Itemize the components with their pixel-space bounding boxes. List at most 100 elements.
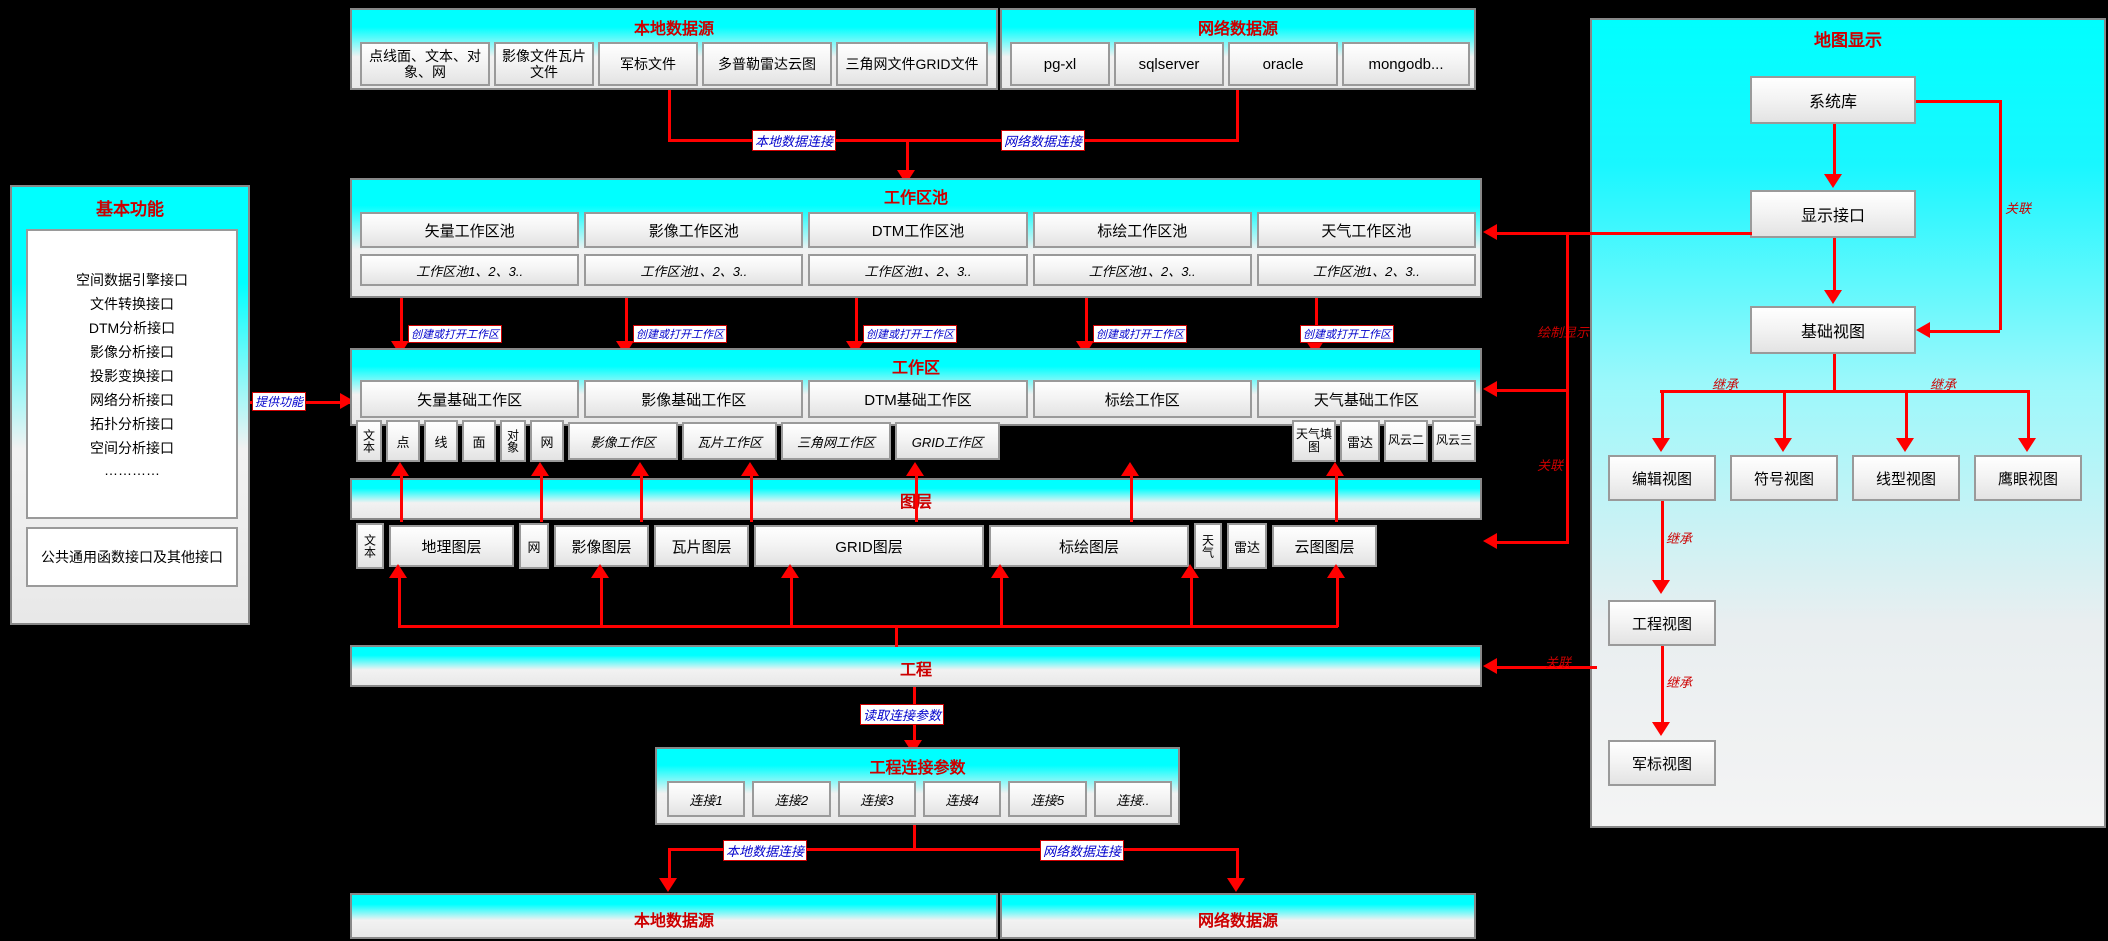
local-source-item[interactable]: 点线面、文本、对象、网 — [360, 42, 490, 86]
local-source-item[interactable]: 三角网文件GRID文件 — [836, 42, 988, 86]
label-create-open-2: 创建或打开工作区 — [633, 325, 727, 343]
layer-item[interactable]: 天气 — [1194, 523, 1222, 569]
workarea-column[interactable]: 影像基础工作区 — [584, 380, 804, 418]
net-source-item[interactable]: oracle — [1228, 42, 1338, 86]
workarea-small-item[interactable]: 雷达 — [1340, 420, 1380, 462]
arrow-project-f5 — [1181, 564, 1199, 578]
workpool-sub[interactable]: 工作区池1、2、3.. — [584, 254, 804, 286]
workarea-small-item[interactable]: 网 — [530, 420, 564, 462]
conn-item[interactable]: 连接5 — [1008, 781, 1087, 817]
arrow-project-f3 — [781, 564, 799, 578]
edge-create-open-2 — [625, 298, 628, 348]
node-eagle-view[interactable]: 鹰眼视图 — [1974, 455, 2082, 501]
label-draw-display: 绘制显示 — [1537, 325, 1590, 340]
workarea-column[interactable]: 天气基础工作区 — [1256, 380, 1477, 418]
node-project-view[interactable]: 工程视图 — [1608, 600, 1716, 646]
conn-item[interactable]: 连接4 — [922, 781, 1002, 817]
arrow-layer-up-3 — [631, 462, 649, 476]
arrow-layer-up-4 — [741, 462, 759, 476]
label-create-open-1: 创建或打开工作区 — [408, 325, 502, 343]
workarea-small-item[interactable]: 三角网工作区 — [781, 422, 891, 460]
edge-project-f3 — [790, 572, 793, 627]
net-source-item[interactable]: sqlserver — [1114, 42, 1224, 86]
node-base-view[interactable]: 基础视图 — [1750, 306, 1916, 354]
workarea-column[interactable]: 矢量基础工作区 — [360, 380, 580, 418]
basic-function-panel: 基本功能 空间数据引擎接口 文件转换接口 DTM分析接口 影像分析接口 投影变换… — [10, 185, 250, 625]
node-system-lib[interactable]: 系统库 — [1750, 76, 1916, 124]
basic-function-item: ………… — [104, 462, 160, 478]
arrow-project-f4 — [991, 564, 1009, 578]
workarea-small-item[interactable]: 对象 — [500, 420, 526, 462]
workarea-small-item[interactable]: 文本 — [356, 420, 382, 462]
edge-conn-down — [913, 825, 916, 850]
node-military-view[interactable]: 军标视图 — [1608, 740, 1716, 786]
edge-layer-up-7 — [1335, 470, 1338, 522]
layer-item[interactable]: 雷达 — [1227, 523, 1267, 569]
layer-item[interactable]: 影像图层 — [554, 525, 649, 567]
arrow-local-bottom — [659, 878, 677, 892]
layer-item[interactable]: 文本 — [356, 523, 384, 569]
edge-conn-right-down — [1236, 848, 1239, 884]
net-data-source-panel: 网络数据源 pg-xl sqlserver oracle mongodb... — [1000, 8, 1476, 90]
net-data-source-bottom: 网络数据源 — [1000, 893, 1476, 939]
edge-project-f4 — [1000, 572, 1003, 627]
layer-item[interactable]: 云图图层 — [1272, 525, 1377, 567]
workarea-column[interactable]: 标绘工作区 — [1032, 380, 1252, 418]
net-source-item[interactable]: mongodb... — [1342, 42, 1470, 86]
edge-baseview-down — [1833, 354, 1836, 392]
arrow-relate-workarea — [1483, 381, 1497, 397]
conn-params-panel: 工程连接参数 连接1 连接2 连接3 连接4 连接5 连接.. — [655, 747, 1180, 825]
basic-function-item: 空间分析接口 — [90, 440, 174, 456]
conn-item[interactable]: 连接2 — [752, 781, 831, 817]
conn-item[interactable]: 连接3 — [837, 781, 916, 817]
local-source-item[interactable]: 影像文件瓦片文件 — [494, 42, 594, 86]
conn-item[interactable]: 连接1 — [667, 781, 746, 817]
workarea-small-item[interactable]: 面 — [462, 420, 496, 462]
node-edit-view[interactable]: 编辑视图 — [1608, 455, 1716, 501]
workarea-small-item[interactable]: 点 — [386, 420, 420, 462]
local-source-item[interactable]: 军标文件 — [598, 42, 698, 86]
node-line-view[interactable]: 线型视图 — [1852, 455, 1960, 501]
edge-relate-bottom — [1930, 330, 2000, 333]
layer-item[interactable]: GRID图层 — [754, 525, 984, 567]
workpool-column[interactable]: 矢量工作区池 — [360, 212, 580, 248]
workpool-column[interactable]: DTM工作区池 — [808, 212, 1028, 248]
layer-item[interactable]: 瓦片图层 — [654, 525, 749, 567]
edge-project-f5 — [1190, 572, 1193, 627]
workarea-small-item[interactable]: 风云二 — [1384, 420, 1428, 462]
node-display-interface[interactable]: 显示接口 — [1750, 190, 1916, 238]
node-symbol-view[interactable]: 符号视图 — [1730, 455, 1838, 501]
workarea-small-item[interactable]: 瓦片工作区 — [682, 422, 777, 460]
edge-relate-right — [1999, 100, 2002, 330]
layer-item[interactable]: 网 — [519, 523, 549, 569]
map-display-title: 地图显示 — [1814, 31, 1882, 50]
workarea-small-item[interactable]: 影像工作区 — [568, 422, 678, 460]
conn-item[interactable]: 连接.. — [1093, 781, 1172, 817]
label-local-data-connection-top: 本地数据连接 — [752, 130, 837, 151]
workarea-small-item[interactable]: 天气填图 — [1292, 420, 1336, 462]
label-net-data-connection-top: 网络数据连接 — [1001, 130, 1086, 151]
edge-edit-to-project — [1661, 501, 1664, 583]
workpool-column[interactable]: 标绘工作区池 — [1032, 212, 1252, 248]
workpool-sub[interactable]: 工作区池1、2、3.. — [1256, 254, 1477, 286]
workpool-sub[interactable]: 工作区池1、2、3.. — [808, 254, 1028, 286]
basic-function-item: 网络分析接口 — [90, 392, 174, 408]
local-source-item[interactable]: 多普勒雷达云图 — [702, 42, 832, 86]
edge-create-open-1 — [400, 298, 403, 348]
workarea-column[interactable]: DTM基础工作区 — [808, 380, 1028, 418]
workpool-sub[interactable]: 工作区池1、2、3.. — [1032, 254, 1252, 286]
workpool-column[interactable]: 影像工作区池 — [584, 212, 804, 248]
layer-item[interactable]: 标绘图层 — [989, 525, 1189, 567]
workarea-small-item[interactable]: 线 — [424, 420, 458, 462]
workpool-sub[interactable]: 工作区池1、2、3.. — [360, 254, 580, 286]
workpool-column[interactable]: 天气工作区池 — [1256, 212, 1477, 248]
net-source-item[interactable]: pg-xl — [1010, 42, 1110, 86]
workarea-small-item[interactable]: 风云三 — [1432, 420, 1476, 462]
layer-item[interactable]: 地理图层 — [389, 525, 514, 567]
basic-function-item: 空间数据引擎接口 — [76, 272, 188, 288]
edge-inherit-eagle — [2027, 390, 2030, 442]
edge-relate-project-h — [1497, 666, 1597, 669]
net-data-source-bottom-title: 网络数据源 — [1197, 913, 1278, 930]
local-data-source-panel: 本地数据源 点线面、文本、对象、网 影像文件瓦片文件 军标文件 多普勒雷达云图 … — [350, 8, 998, 90]
workarea-small-item[interactable]: GRID工作区 — [895, 422, 1000, 460]
